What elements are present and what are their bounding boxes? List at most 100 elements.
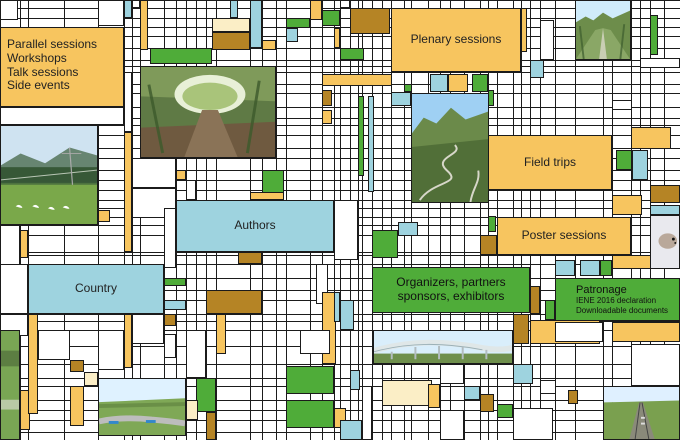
- mosaic-tile: [568, 390, 578, 404]
- mosaic-tile: [262, 40, 276, 50]
- mosaic-tile: [28, 314, 38, 414]
- mosaic-tile: [0, 107, 124, 125]
- mosaic-line: [372, 0, 373, 440]
- mosaic-tile: [286, 18, 310, 28]
- authors-block[interactable]: Authors: [176, 200, 334, 252]
- photo-highway-landscape[interactable]: [98, 378, 186, 436]
- mosaic-tile: [440, 364, 464, 384]
- authors-label: Authors: [234, 218, 276, 233]
- mosaic-tile: [488, 216, 496, 232]
- mosaic-line: [0, 93, 680, 94]
- mosaic-tile: [212, 32, 250, 50]
- mosaic-line: [0, 278, 680, 279]
- photo-tunnel-underpass[interactable]: [140, 66, 276, 158]
- mosaic-line: [0, 135, 680, 136]
- organizers-block[interactable]: Organizers, partners sponsors, exhibitor…: [372, 267, 530, 313]
- mosaic-tile: [98, 330, 124, 370]
- mosaic-line: [440, 0, 441, 440]
- mosaic-line: [0, 125, 680, 126]
- mosaic-line: [0, 27, 680, 28]
- mosaic-tile: [650, 15, 658, 55]
- mosaic-tile: [124, 0, 132, 18]
- mosaic-tile: [98, 0, 124, 26]
- mosaic-tile: [150, 48, 212, 64]
- mosaic-tile: [340, 0, 350, 8]
- mosaic-line: [0, 8, 680, 9]
- documents-link[interactable]: Downloadable documents: [576, 305, 669, 315]
- mosaic-tile: [612, 100, 632, 110]
- mosaic-tile: [650, 185, 680, 203]
- mosaic-tile: [480, 394, 494, 412]
- mosaic-tile: [186, 400, 198, 420]
- photo-mountain-road-icon: [412, 94, 488, 202]
- mosaic-line: [0, 364, 680, 365]
- photo-meadow-powerline[interactable]: [0, 125, 98, 225]
- mosaic-line: [0, 158, 680, 159]
- mosaic-line: [0, 290, 680, 291]
- mosaic-tile: [530, 60, 544, 78]
- mosaic-line: [0, 72, 680, 73]
- plenary-sessions-block[interactable]: Plenary sessions: [391, 8, 521, 72]
- mosaic-tile: [358, 96, 364, 176]
- declaration-link[interactable]: IENE 2016 declaration: [576, 295, 657, 305]
- mosaic-line: [0, 148, 680, 149]
- mosaic-tile: [124, 132, 132, 252]
- mosaic-tile: [322, 10, 340, 26]
- mosaic-tile: [368, 96, 374, 192]
- mosaic-line: [480, 0, 481, 440]
- mosaic-line: [0, 330, 680, 331]
- mosaic-tile: [262, 170, 284, 194]
- mosaic-tile: [372, 230, 398, 258]
- mosaic-tile: [164, 278, 186, 286]
- mosaic-line: [631, 0, 632, 440]
- mosaic-tile: [186, 180, 196, 200]
- mosaic-line: [0, 400, 680, 401]
- mosaic-tile: [440, 410, 464, 440]
- mosaic-tile: [250, 192, 284, 200]
- photo-train-landscape[interactable]: [0, 330, 20, 440]
- mosaic-tile: [176, 170, 186, 180]
- photo-small-animal[interactable]: [650, 215, 680, 269]
- mosaic-tile: [632, 150, 648, 180]
- mosaic-line: [132, 0, 133, 440]
- mosaic-line: [391, 0, 392, 440]
- organizers-label: Organizers, partners sponsors, exhibitor…: [396, 275, 506, 303]
- mosaic-line: [0, 180, 680, 181]
- mosaic-tile: [250, 0, 262, 48]
- field-trips-block[interactable]: Field trips: [488, 135, 612, 190]
- photo-overpass-green-bridge[interactable]: [373, 330, 513, 364]
- mosaic-tile: [38, 330, 70, 360]
- mosaic-tile: [70, 360, 84, 372]
- mosaic-line: [428, 0, 429, 440]
- mosaic-tile: [350, 8, 390, 34]
- poster-sessions-block[interactable]: Poster sessions: [497, 217, 631, 255]
- mosaic-tile: [124, 72, 132, 132]
- mosaic-tile: [286, 400, 334, 428]
- photo-railway-tracks[interactable]: [603, 386, 680, 440]
- mosaic-line: [362, 0, 363, 440]
- mosaic-tile: [612, 195, 642, 215]
- mosaic-tile: [20, 230, 28, 258]
- photo-mountain-road[interactable]: [411, 93, 489, 203]
- patronage-block[interactable]: Patronage IENE 2016 declaration Download…: [555, 278, 680, 321]
- country-block[interactable]: Country: [28, 264, 164, 314]
- mosaic-tile: [334, 292, 340, 322]
- mosaic-tile: [164, 300, 186, 310]
- mosaic-tile: [362, 386, 372, 440]
- mosaic-tile: [340, 420, 362, 440]
- mosaic-line: [140, 0, 141, 440]
- mosaic-tile: [530, 286, 540, 314]
- mosaic-tile: [70, 386, 84, 426]
- mosaic-tile: [612, 322, 680, 342]
- mosaic-line: [640, 0, 641, 440]
- mosaic-tile: [132, 0, 140, 8]
- mosaic-line: [404, 0, 405, 440]
- mosaic-tile: [650, 205, 680, 215]
- parallel-sessions-block[interactable]: Parallel sessions Workshops Talk session…: [0, 27, 124, 107]
- mosaic-tile: [448, 74, 468, 92]
- poster-sessions-label: Poster sessions: [521, 228, 607, 243]
- photo-forest-corridor[interactable]: [575, 0, 631, 60]
- mosaic-tile: [164, 314, 176, 326]
- mosaic-line: [0, 264, 680, 265]
- mosaic-tile: [600, 260, 612, 276]
